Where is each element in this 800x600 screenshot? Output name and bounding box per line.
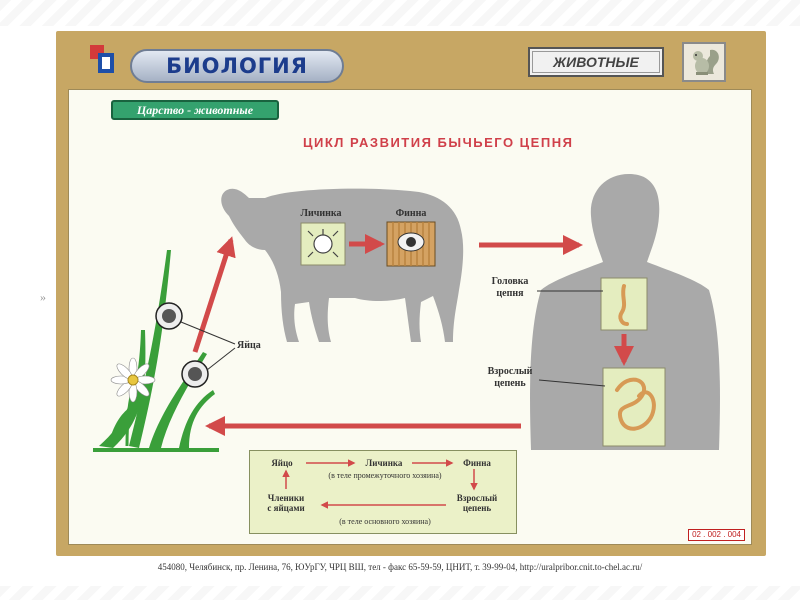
logo-mark-icon: [90, 45, 114, 73]
content-panel: Царство - животные ЦИКЛ РАЗВИТИЯ БЫЧЬЕГО…: [68, 89, 752, 545]
finna-label: Финна: [395, 208, 427, 219]
tapeworm-head-icon: [618, 284, 629, 326]
tapeworm-head-label-line1: Головка: [491, 276, 529, 287]
larva-icon: [307, 229, 339, 258]
adult-tapeworm-icon: [615, 377, 656, 431]
brand-title: БИОЛОГИЯ: [130, 49, 344, 83]
legend-intermediate-host: (в теле промежуточного хозяина): [328, 471, 442, 480]
eggs-label: Яйца: [237, 340, 261, 351]
eggs-leader-lower: [206, 347, 236, 371]
legend-segments-line1: Членики: [267, 493, 305, 503]
eggs-to-cow-arrow: [192, 236, 236, 353]
poster-code: 02 . 002 . 004: [688, 529, 745, 541]
legend-adult-line1: Взрослый: [456, 493, 498, 503]
decorative-strip-top: [0, 0, 800, 26]
legend-adult: Взрослый цепень: [446, 493, 508, 513]
larva-label: Личинка: [300, 208, 342, 219]
tapeworm-head-label: Головка цепня: [479, 276, 541, 300]
legend-adult-line2: цепень: [462, 503, 492, 513]
daisy-flower: [110, 357, 156, 447]
section-label: ЖИВОТНЫЕ: [528, 47, 664, 77]
poster-board: БИОЛОГИЯ ЖИВОТНЫЕ Царство - животные ЦИК…: [56, 31, 766, 556]
legend-finna: Финна: [463, 458, 491, 468]
diagram-title: ЦИКЛ РАЗВИТИЯ БЫЧЬЕГО ЦЕПНЯ: [303, 135, 574, 150]
side-mark: »: [40, 290, 46, 304]
section-icon-box: [682, 42, 726, 82]
decorative-strip-bottom: [0, 586, 800, 600]
squirrel-icon: [693, 49, 719, 75]
eggs-leader-upper: [180, 321, 236, 345]
legend-segments-line2: с яйцами: [267, 503, 305, 513]
kingdom-label: Царство - животные: [111, 100, 279, 120]
legend-segments: Членики с яйцами: [256, 493, 316, 513]
legend-egg: Яйцо: [271, 458, 293, 468]
cycle-legend-box: Яйцо Личинка Финна (в теле промежуточног…: [249, 450, 517, 534]
adult-tapeworm-label: Взрослый цепень: [479, 366, 541, 390]
adult-label-leader: [538, 379, 606, 387]
adult-tapeworm-label-line2: цепень: [494, 378, 526, 389]
egg-upper: [155, 302, 183, 330]
legend-arrows: [282, 459, 478, 509]
tapeworm-head-label-line2: цепня: [496, 288, 524, 299]
adult-tapeworm-label-line1: Взрослый: [487, 366, 533, 377]
legend-larva: Личинка: [365, 458, 403, 468]
egg-lower: [181, 360, 209, 388]
legend-main-host: (в теле основного хозяина): [339, 517, 431, 526]
life-cycle-diagram: [93, 174, 720, 452]
finna-icon: [392, 222, 430, 266]
grass-plant: [93, 250, 219, 452]
footer-address: 454080, Челябинск, пр. Ленина, 76, ЮУрГУ…: [157, 562, 643, 572]
